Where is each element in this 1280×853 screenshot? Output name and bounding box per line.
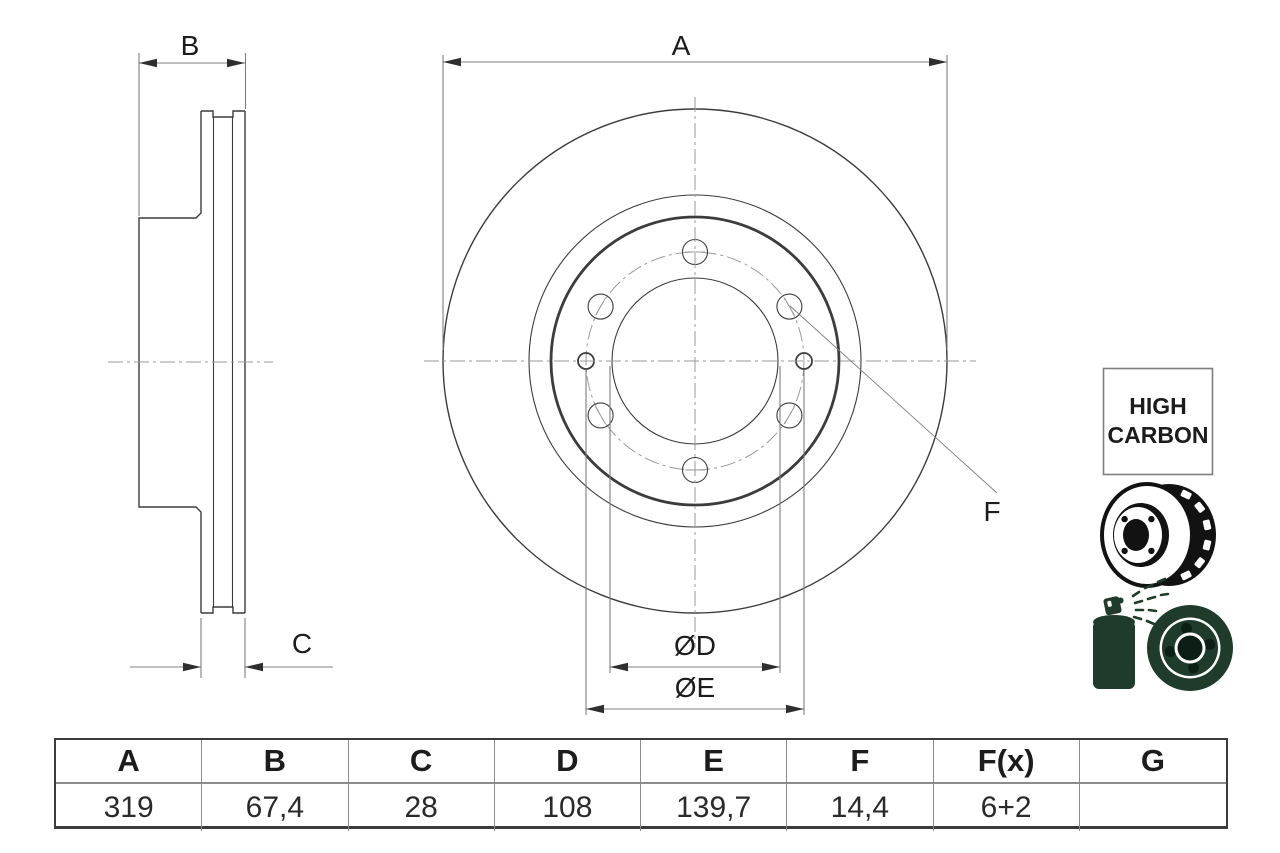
table-value-d: 108 <box>495 784 641 831</box>
table-header-f: F <box>787 740 934 784</box>
table-value-c: 28 <box>349 784 495 831</box>
vent-slots <box>1180 489 1212 581</box>
arrowhead-left <box>586 704 604 714</box>
table-header-c: C <box>348 740 495 784</box>
table-header-g: G <box>1079 740 1226 784</box>
table-header-fx: F(x) <box>933 740 1080 784</box>
dimension-f-label: F <box>983 496 1000 527</box>
arrowhead-right <box>762 662 780 672</box>
dimension-e-label: ØE <box>675 672 715 703</box>
hub-bolt-dots <box>1121 515 1155 555</box>
dimension-e: ØE <box>585 370 805 715</box>
dimension-d: ØD <box>609 366 781 673</box>
arrowhead-left <box>610 662 628 672</box>
table-header-b: B <box>202 740 349 784</box>
table-header-a: A <box>56 740 203 784</box>
table-header-e: E <box>641 740 788 784</box>
arrowhead-left <box>443 57 461 67</box>
f-leader-line <box>789 305 998 494</box>
arrowhead-right <box>245 662 263 672</box>
badge-line2: CARBON <box>1108 422 1209 448</box>
table-header-d: D <box>494 740 641 784</box>
ring-top-edge <box>201 110 245 118</box>
coated-disc <box>1147 605 1233 691</box>
dimension-b: B <box>138 30 247 216</box>
table-value-e: 139,7 <box>641 784 788 831</box>
brake-disc-drawing: B C <box>108 30 1233 715</box>
table-value-g <box>1080 784 1226 831</box>
vented-brake-disc-icon <box>1100 482 1216 588</box>
arrowhead-left <box>183 662 201 672</box>
table-value-fx: 6+2 <box>934 784 1080 831</box>
dimension-table: A B C D E F F(x) G 319 67,4 28 108 139,7… <box>54 738 1228 831</box>
dimension-d-label: ØD <box>674 630 716 661</box>
high-carbon-badge: HIGH CARBON <box>1102 367 1214 476</box>
arrowhead-right <box>786 704 804 714</box>
table-value-f: 14,4 <box>787 784 934 831</box>
dimension-b-label: B <box>181 30 200 61</box>
table-value-b: 67,4 <box>202 784 349 831</box>
dimension-c: C <box>130 618 333 678</box>
table-value-a: 319 <box>56 784 203 831</box>
front-view: A ØD ØE F <box>424 30 1001 715</box>
side-view-cross-section: B C <box>108 30 333 678</box>
spray-can <box>1093 596 1135 689</box>
coating-spray-icon <box>1093 577 1233 691</box>
dimension-a: A <box>442 30 948 350</box>
badge-line1: HIGH <box>1129 393 1187 419</box>
dimension-c-label: C <box>292 628 312 659</box>
ring-bottom-edge <box>201 606 245 614</box>
arrowhead-right <box>929 57 947 67</box>
dimension-f: F <box>789 305 1001 527</box>
arrowhead-right <box>227 58 245 68</box>
spray-jet <box>1131 577 1170 626</box>
dimension-a-label: A <box>672 30 691 61</box>
arrowhead-left <box>139 58 157 68</box>
hat-edge-circle <box>549 215 841 507</box>
badge-frame <box>1102 367 1214 476</box>
